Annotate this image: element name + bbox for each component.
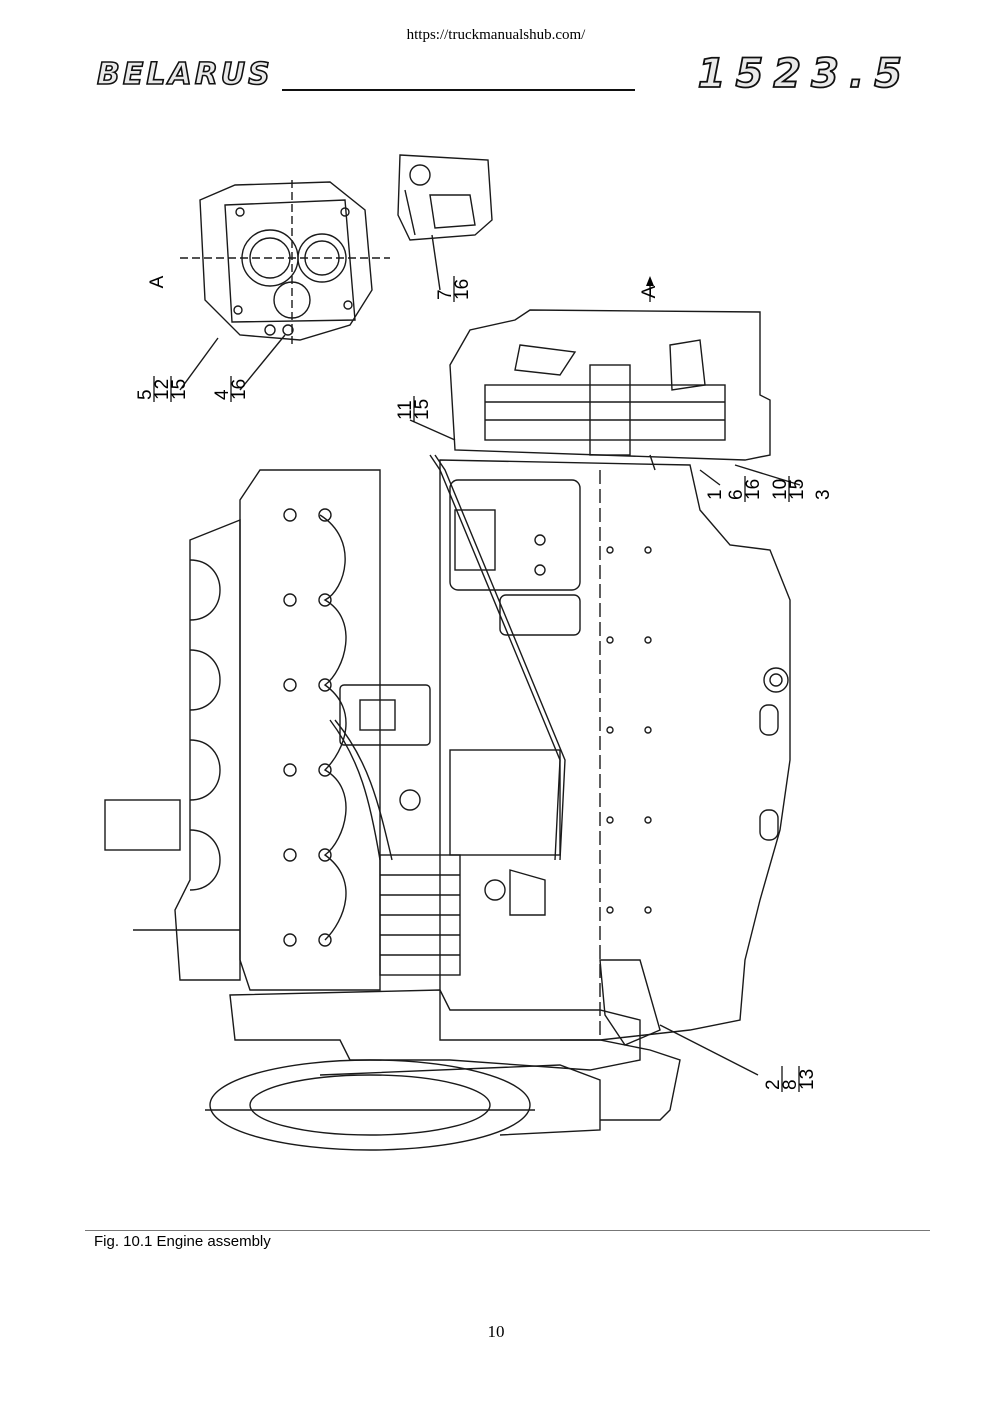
callout-number: 1 — [705, 489, 726, 500]
front-pulley — [205, 959, 759, 1151]
clutch-section — [409, 309, 801, 486]
callout-number: 8 — [780, 1079, 801, 1090]
callout-number: 16 — [743, 479, 764, 500]
callout-number: 15 — [787, 479, 808, 500]
brand-header: BELARUS 1523.5 — [96, 50, 912, 98]
callout-number: 4 — [212, 389, 233, 400]
callout-2: 416 — [212, 376, 250, 402]
view-a-detail — [179, 180, 390, 391]
callout-number: 10 — [770, 479, 791, 500]
callout-number: 2 — [763, 1079, 784, 1090]
brand-logo: BELARUS — [96, 56, 273, 93]
header-rule — [282, 89, 635, 91]
callout-number: 12 — [152, 379, 173, 400]
view-label-left: A — [147, 275, 168, 288]
injection-pump — [329, 454, 566, 976]
model-number: 1523.5 — [697, 50, 912, 98]
cylinder-block — [439, 459, 791, 1041]
page-number: 10 — [487, 1322, 505, 1341]
callout-number: 5 — [135, 389, 156, 400]
callout-number: 13 — [797, 1069, 818, 1090]
source-url[interactable]: https://truckmanualshub.com/ — [406, 27, 586, 43]
callout-number: 7 — [435, 289, 456, 300]
callout-number: 16 — [229, 379, 250, 400]
callout-number: 6 — [726, 489, 747, 500]
callout-6: 616 — [726, 476, 764, 502]
callout-number: 11 — [395, 400, 416, 420]
callout-3: 716 — [435, 276, 473, 302]
callout-number: 3 — [813, 489, 834, 500]
callout-number: 15 — [169, 379, 190, 400]
starter-motor — [449, 479, 581, 636]
cylinder-head — [104, 469, 381, 991]
callout-8: 3 — [813, 489, 834, 500]
caption-rule — [85, 1230, 930, 1231]
figure-caption: Fig. 10.1 Engine assembly — [94, 1233, 271, 1250]
callout-5: 1 — [705, 489, 726, 500]
top-bracket-detail — [397, 154, 493, 291]
callout-number: 16 — [452, 279, 473, 300]
callout-number: 15 — [412, 399, 433, 420]
